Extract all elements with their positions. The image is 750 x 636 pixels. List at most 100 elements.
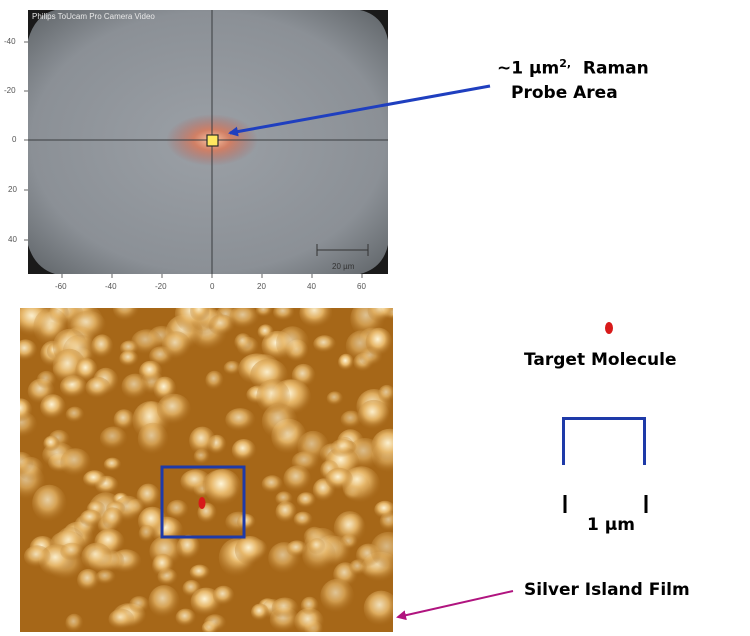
silver-island [152,553,174,577]
probe-area-square [206,134,219,147]
silver-island [257,324,274,340]
silver-island [113,409,135,431]
probe-box [160,465,246,539]
silver-island [65,613,84,633]
y-tick: -40 [4,37,16,46]
silver-island [340,410,362,429]
target-molecule-dot [198,497,206,509]
silver-island [23,545,51,568]
silver-island [119,350,139,367]
microscope-panel: Philips ToUcam Pro Camera Video 20 µm -4… [0,0,392,292]
silver-island [229,305,259,329]
silver-island [129,596,150,614]
silver-island [60,448,91,477]
silver-island [212,585,235,606]
silver-island [293,511,313,528]
silver-island [223,360,241,376]
silver-island [65,406,85,423]
silver-island [85,376,111,399]
probe-label: ~1 µm2, Raman Probe Area [497,52,649,105]
legend-scale-box [562,417,646,465]
silver-island [13,339,38,361]
silver-island [261,475,283,493]
silver-island [326,391,344,406]
y-tick: 0 [12,135,17,144]
microscope-view [24,10,388,278]
x-tick: 20 [257,282,266,291]
silver-island [225,408,256,432]
silver-island [338,353,355,371]
silver-island [320,578,355,614]
afm-panel [8,295,409,636]
silver-island [189,564,210,581]
silver-island [136,483,160,509]
silver-island [363,590,399,626]
superscript: 2, [559,57,572,70]
silver-island [36,370,57,389]
silver-island [176,534,201,560]
silver-island [75,358,98,382]
silver-island [271,597,299,619]
film-arrow [396,590,514,621]
silver-island [286,540,308,557]
silver-island [33,307,69,347]
silver-island [300,596,319,616]
silver-island [256,379,291,414]
silver-island [378,384,396,403]
silver-island [296,492,316,509]
silver-island [308,538,326,555]
silver-island [325,467,353,491]
silver-island [204,614,227,632]
y-tick: -20 [4,86,16,95]
silver-island [99,426,128,451]
silver-island [175,608,196,627]
silver-island [330,438,356,458]
x-tick: 0 [210,282,215,291]
silver-island [205,370,224,390]
silver-island [156,393,191,425]
silver-island [139,360,163,383]
legend-molecule-icon [605,322,613,334]
silver-island [182,580,201,597]
silver-island [60,542,84,561]
silver-island [374,500,396,519]
silver-island [43,435,60,452]
silver-island [291,451,319,473]
silver-island [79,509,102,527]
legend-scale-bar [563,495,648,513]
silver-island [95,569,116,585]
silver-island-film-image [8,295,409,636]
x-tick: -60 [55,282,67,291]
silver-island [234,536,266,565]
silver-island [103,457,122,472]
silver-island [204,469,242,506]
silver-island [294,608,324,636]
silver-island [77,568,100,592]
silver-island [137,422,169,455]
probe-label-line1: ~1 µm2, Raman [497,57,649,79]
silver-island [91,334,114,359]
camera-caption: Philips ToUcam Pro Camera Video [32,12,155,21]
silver-island [138,524,156,543]
silver-island [251,603,269,621]
silver-island [275,491,293,507]
silver-island [153,376,177,402]
x-tick: -40 [105,282,117,291]
silver-island [313,335,336,353]
silver-island [108,608,135,630]
silver-island [32,484,67,523]
silver-island [275,501,297,523]
silver-island [70,310,106,339]
silver-island [231,439,256,462]
silver-island [83,470,107,488]
silver-island [358,399,390,430]
silver-island [273,303,295,321]
silver-island [148,585,180,618]
silver-island-film-label: Silver Island Film [524,580,690,600]
silver-island [189,426,216,455]
silver-island [255,303,273,318]
x-tick: -20 [155,282,167,291]
silver-island [365,327,393,357]
silver-island [333,511,366,546]
scale-bar-label: 20 µm [332,262,355,271]
